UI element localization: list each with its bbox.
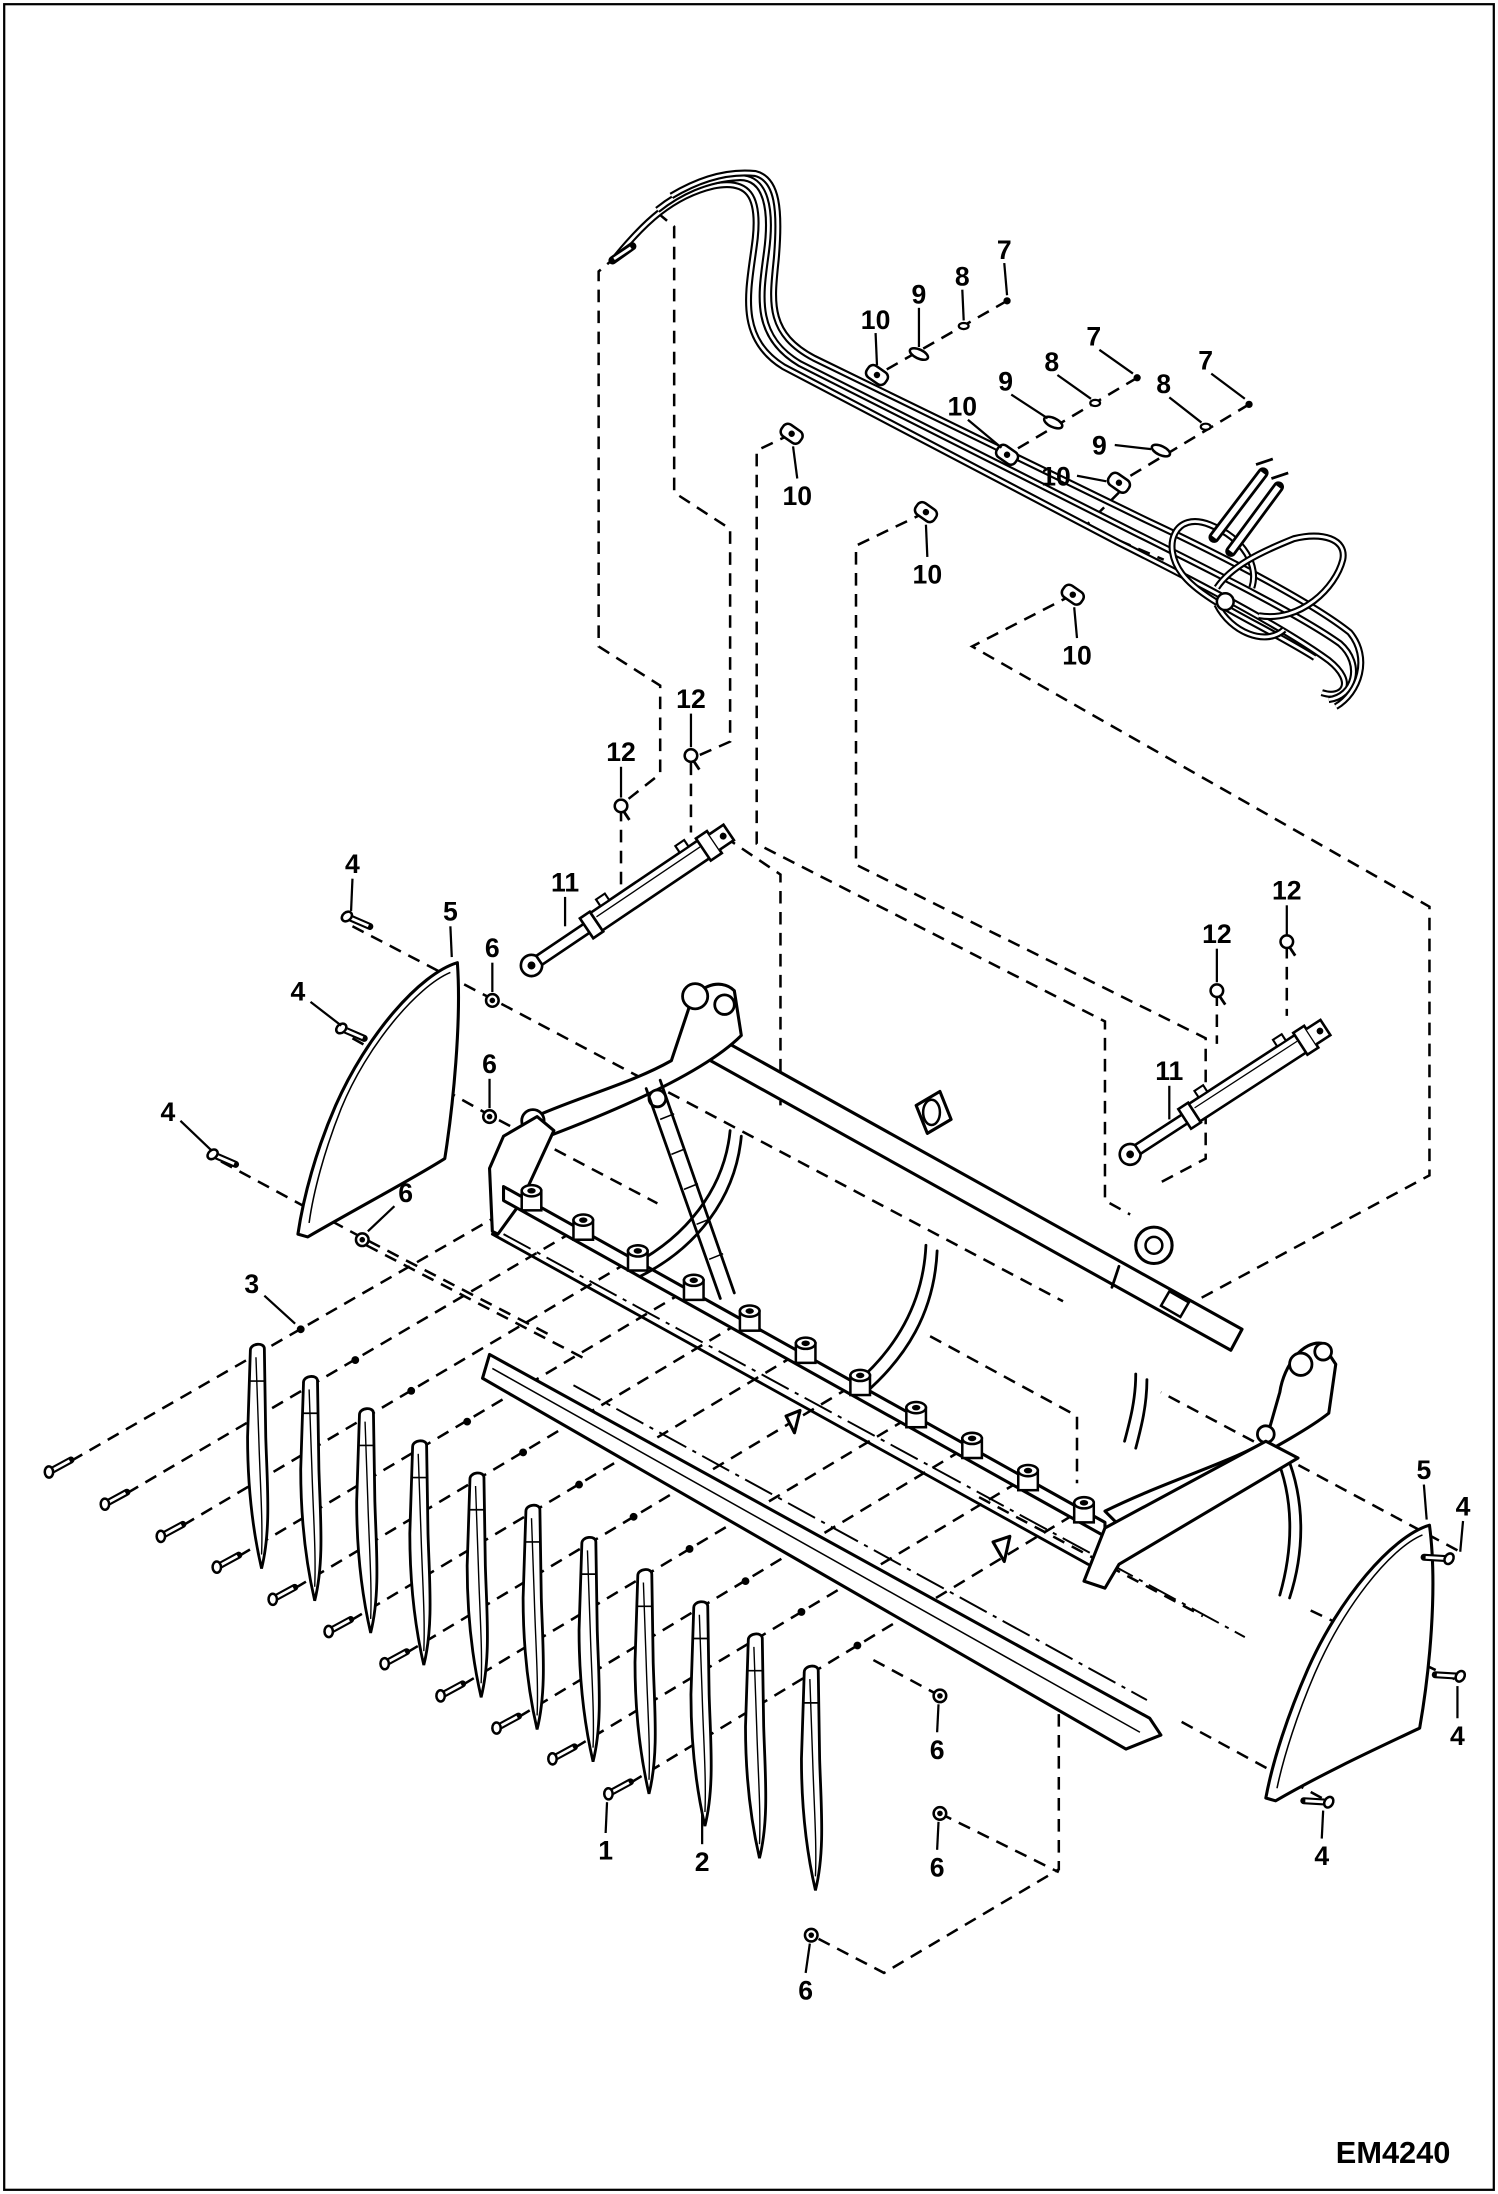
nut-6 xyxy=(481,1109,498,1125)
callout-label: 10 xyxy=(1041,462,1071,492)
callout-label: 12 xyxy=(1202,919,1232,949)
hydraulic-hose-assembly xyxy=(608,169,1365,710)
callout-label: 4 xyxy=(1456,1491,1471,1521)
callout-label: 6 xyxy=(485,933,500,963)
callout-label: 8 xyxy=(1156,369,1171,399)
callout-label: 8 xyxy=(1044,347,1059,377)
nut-7 xyxy=(1133,374,1141,382)
callout-label: 2 xyxy=(695,1847,710,1877)
nut-6 xyxy=(354,1232,370,1248)
nut-6 xyxy=(803,1927,819,1943)
callout-label: 11 xyxy=(1155,1056,1183,1086)
hose-clamp-hardware xyxy=(777,297,1253,609)
callout-label: 10 xyxy=(948,392,978,422)
callout-label: 6 xyxy=(482,1049,497,1079)
callout-label: 7 xyxy=(997,235,1012,265)
nut-7 xyxy=(1245,400,1253,409)
washer-8 xyxy=(957,321,970,331)
callout-label: 4 xyxy=(1314,1841,1329,1871)
callout-label: 10 xyxy=(913,559,943,589)
leader-lines xyxy=(179,262,1465,1974)
tine-nuts xyxy=(296,1325,862,1650)
side-plate-left xyxy=(296,961,461,1239)
callout-labels: 7 8 9 10 7 8 9 10 7 8 9 10 10 10 10 12 1… xyxy=(160,235,1470,2006)
callout-label: 4 xyxy=(160,1097,175,1127)
washer-8 xyxy=(1199,422,1212,431)
callout-label: 10 xyxy=(1062,641,1092,671)
callout-label: 9 xyxy=(912,280,927,310)
callout-label: 1 xyxy=(598,1836,613,1866)
callout-label: 6 xyxy=(798,1976,813,2006)
callout-label: 5 xyxy=(443,897,458,927)
callout-label: 5 xyxy=(1416,1455,1431,1485)
callout-label: 12 xyxy=(1272,876,1302,906)
callout-label: 12 xyxy=(676,684,706,714)
drawing-frame xyxy=(3,3,1495,2191)
callout-label: 8 xyxy=(955,261,970,291)
callout-label: 4 xyxy=(291,976,306,1006)
callout-label: 7 xyxy=(1198,345,1213,375)
nut-6 xyxy=(932,1688,948,1704)
callout-label: 4 xyxy=(1450,1721,1465,1751)
callout-label: 9 xyxy=(998,366,1013,396)
nut-6 xyxy=(932,1805,948,1821)
callout-label: 6 xyxy=(930,1852,945,1882)
washer-8 xyxy=(1089,398,1102,408)
callout-label: 10 xyxy=(782,481,812,511)
nut-6 xyxy=(484,992,500,1009)
callout-label: 11 xyxy=(551,867,579,897)
callout-label: 6 xyxy=(398,1178,413,1208)
side-plate-right xyxy=(1264,1523,1435,1803)
nut-7 xyxy=(1003,297,1011,305)
callout-label: 4 xyxy=(345,849,360,879)
figure-id: EM4240 xyxy=(1336,2135,1451,2170)
callout-label: 7 xyxy=(1086,322,1101,352)
callout-label: 6 xyxy=(930,1735,945,1765)
callout-label: 10 xyxy=(861,305,891,335)
callout-label: 12 xyxy=(606,737,636,767)
callout-label: 3 xyxy=(244,1269,259,1299)
callout-label: 9 xyxy=(1092,431,1107,461)
